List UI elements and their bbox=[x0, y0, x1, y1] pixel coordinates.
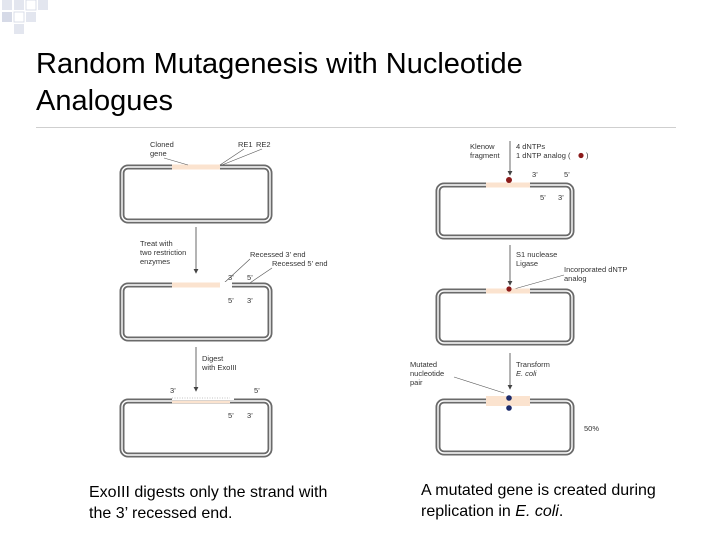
end-5-label-d: 5’ bbox=[228, 411, 234, 420]
slide-title-line-1: Random Mutagenesis with Nucleotide bbox=[36, 48, 523, 80]
label-klenow-2: fragment bbox=[470, 151, 501, 160]
mutagenesis-diagram: Cloned gene RE1 RE2 Treat with two restr… bbox=[119, 140, 627, 458]
label-mutated-3: pair bbox=[410, 378, 423, 387]
label-cloned-gene-2: gene bbox=[150, 149, 167, 158]
label-percent: 50% bbox=[584, 424, 599, 433]
end-3-label-c: 3’ bbox=[170, 386, 176, 395]
title-divider bbox=[36, 127, 676, 128]
corner-decoration bbox=[2, 0, 48, 34]
end-5-label-f: 5’ bbox=[540, 193, 546, 202]
end-3-label-f: 3’ bbox=[558, 193, 564, 202]
label-treat-1: Treat with bbox=[140, 239, 173, 248]
label-mutated-2: nucleotide bbox=[410, 369, 444, 378]
analog-legend-dot bbox=[578, 152, 584, 159]
plasmid-cloned-gene bbox=[119, 164, 273, 224]
caption-left: ExoIII digests only the strand with the … bbox=[89, 482, 379, 524]
plasmid-mutant bbox=[435, 395, 575, 456]
end-3-label-b: 3’ bbox=[247, 296, 253, 305]
gene-insert bbox=[486, 396, 530, 406]
end-5-label-c: 5’ bbox=[254, 386, 260, 395]
end-5-label-b: 5’ bbox=[247, 273, 253, 282]
label-re1: RE1 bbox=[238, 140, 253, 149]
end-3-label-d: 3’ bbox=[247, 411, 253, 420]
caption-left-line-2: the 3’ recessed end. bbox=[89, 505, 233, 522]
label-dntps-2: 1 dNTP analog ( bbox=[516, 151, 571, 160]
caption-right-prefix: replication in bbox=[421, 503, 516, 520]
caption-right-line-1: A mutated gene is created during bbox=[421, 482, 656, 499]
incorporated-analog bbox=[506, 286, 512, 292]
label-recessed-5: Recessed 5’ end bbox=[272, 259, 328, 268]
label-transform-1: Transform bbox=[516, 360, 550, 369]
gene-insert bbox=[172, 282, 220, 288]
label-s1-2: Ligase bbox=[516, 259, 538, 268]
end-5-label: 5’ bbox=[228, 296, 234, 305]
plasmid-digested bbox=[119, 397, 273, 458]
label-dntps-1: 4 dNTPs bbox=[516, 142, 545, 151]
caption-right-italic: E. coli bbox=[515, 503, 559, 520]
label-incorporated-2: analog bbox=[564, 274, 587, 283]
caption-left-line-1: ExoIII digests only the strand with bbox=[89, 484, 328, 501]
label-cloned-gene-1: Cloned bbox=[150, 140, 174, 149]
label-incorporated-1: Incorporated dNTP bbox=[564, 265, 627, 274]
label-dntps-close: ) bbox=[586, 151, 589, 160]
mutant-nucleotide-bottom bbox=[506, 405, 512, 411]
label-transform-2: E. coli bbox=[516, 369, 537, 378]
label-treat-2: two restriction bbox=[140, 248, 186, 257]
plasmid-cut bbox=[119, 282, 273, 342]
label-s1-1: S1 nuclease bbox=[516, 250, 557, 259]
slide-title: Random Mutagenesis with Nucleotide Analo… bbox=[36, 46, 676, 120]
label-recessed-3: Recessed 3’ end bbox=[250, 250, 306, 259]
mutant-nucleotide-top bbox=[506, 395, 512, 401]
plasmid-klenow-fill bbox=[435, 177, 575, 240]
label-mutated-1: Mutated bbox=[410, 360, 437, 369]
gene-insert bbox=[172, 164, 220, 170]
slide-title-line-2: Analogues bbox=[36, 85, 174, 117]
end-3-label: 3’ bbox=[228, 273, 234, 282]
label-treat-3: enzymes bbox=[140, 257, 170, 266]
label-klenow-1: Klenow bbox=[470, 142, 495, 151]
caption-right: A mutated gene is created during replica… bbox=[421, 480, 711, 522]
caption-right-suffix: . bbox=[558, 503, 564, 520]
analog-nucleotide bbox=[506, 177, 512, 183]
caption-right-line-2: replication in E. coli. bbox=[421, 501, 711, 522]
label-digest-2: with ExoIII bbox=[201, 363, 237, 372]
end-3-label-e: 3’ bbox=[532, 170, 538, 179]
end-5-label-e: 5’ bbox=[564, 170, 570, 179]
gene-insert bbox=[486, 182, 530, 188]
label-digest-1: Digest bbox=[202, 354, 224, 363]
label-re2: RE2 bbox=[256, 140, 271, 149]
plasmid-ligated bbox=[435, 286, 575, 346]
